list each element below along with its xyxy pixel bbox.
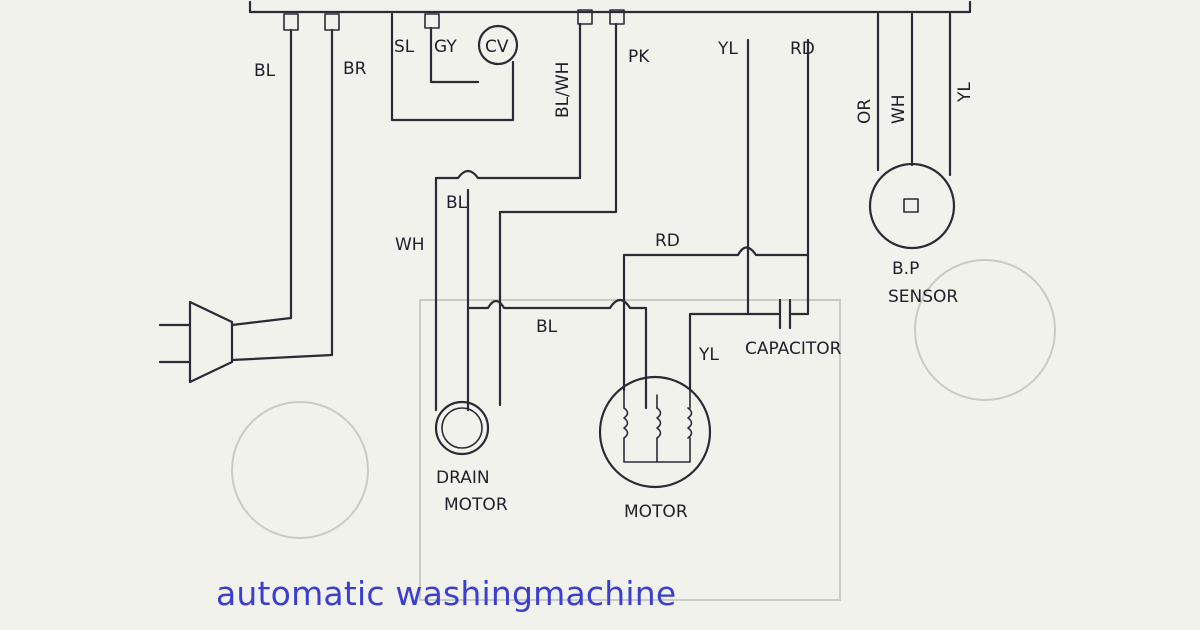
label-gy: GY bbox=[434, 37, 457, 57]
wire-labels: BL BR SL GY BL/WH PK YL RD OR WH YL BL W… bbox=[254, 37, 975, 365]
label-rd-top: RD bbox=[790, 39, 815, 59]
label-drain: DRAIN bbox=[436, 468, 490, 488]
label-bp: B.P bbox=[892, 259, 919, 279]
label-motor: MOTOR bbox=[624, 502, 688, 522]
diagram-caption: automatic washingmachine bbox=[216, 574, 677, 613]
drain-motor-wires bbox=[434, 22, 648, 412]
component-labels: CV DRAIN MOTOR MOTOR CAPACITOR B.P SENSO… bbox=[436, 37, 958, 522]
label-cv: CV bbox=[485, 37, 509, 57]
background-shadows bbox=[231, 259, 1056, 601]
label-wh: WH bbox=[889, 94, 909, 124]
power-plug bbox=[158, 300, 234, 384]
label-yl-top: YL bbox=[717, 39, 738, 59]
label-bl-mid: BL bbox=[446, 193, 468, 213]
label-yl-right: YL bbox=[955, 82, 975, 103]
drain-motor bbox=[434, 400, 490, 456]
plug-wires bbox=[230, 28, 334, 362]
label-drain-motor: MOTOR bbox=[444, 495, 508, 515]
main-motor-wires bbox=[622, 38, 810, 392]
control-board bbox=[248, 0, 972, 31]
label-br: BR bbox=[343, 59, 367, 79]
label-sensor: SENSOR bbox=[888, 287, 958, 307]
label-bl-low: BL bbox=[536, 317, 558, 337]
label-rd-mid: RD bbox=[655, 231, 680, 251]
main-motor bbox=[598, 375, 712, 489]
cv-valve bbox=[477, 24, 519, 66]
label-bl-wh: BL/WH bbox=[553, 62, 573, 118]
capacitor bbox=[778, 298, 792, 330]
label-wh-drain: WH bbox=[395, 235, 425, 255]
label-pk: PK bbox=[628, 47, 650, 67]
label-bl-left: BL bbox=[254, 61, 276, 81]
label-or: OR bbox=[855, 99, 875, 124]
label-yl-motor: YL bbox=[698, 345, 719, 365]
bp-sensor-wires bbox=[876, 12, 952, 177]
bp-sensor bbox=[868, 162, 956, 250]
label-sl: SL bbox=[394, 37, 415, 57]
valve-wires bbox=[390, 12, 515, 122]
label-capacitor: CAPACITOR bbox=[745, 339, 842, 359]
